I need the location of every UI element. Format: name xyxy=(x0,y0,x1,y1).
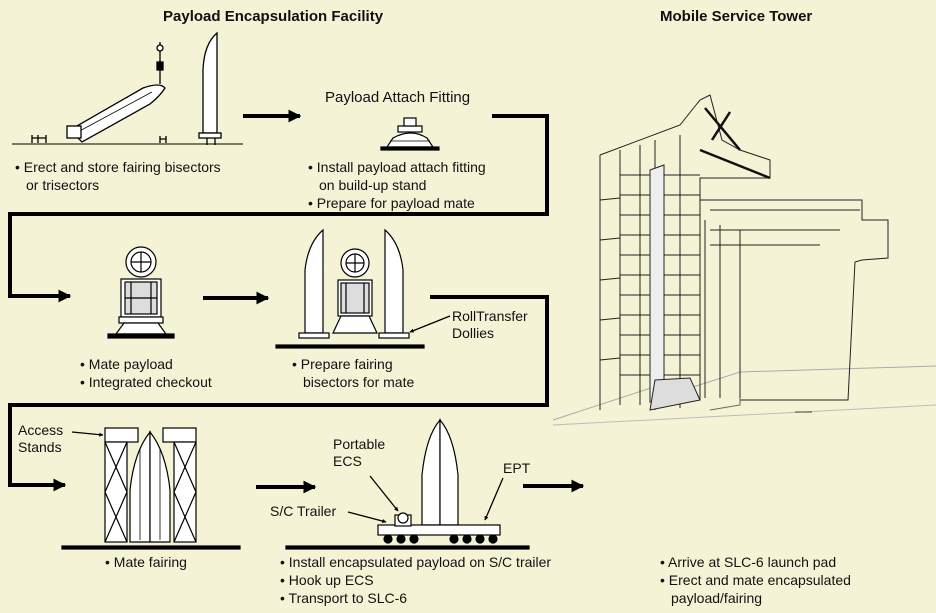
roll-transfer-line-1: RollTransfer xyxy=(452,308,528,324)
trailer-drawing xyxy=(285,418,530,550)
step-erect-line-2: or trisectors xyxy=(26,177,100,193)
roll-transfer-line-2: Dollies xyxy=(452,325,495,341)
step-install-fitting: • Install payload attach fitting on buil… xyxy=(308,158,486,212)
step-install-line-3: • Prepare for payload mate xyxy=(308,195,475,211)
step-install-on-trailer: • Install encapsulated payload on S/C tr… xyxy=(280,553,551,607)
payload-on-stand-drawing xyxy=(107,246,175,339)
step-trailer-line-1: • Install encapsulated payload on S/C tr… xyxy=(280,554,552,570)
step-erect-fairing: • Erect and store fairing bisectors or t… xyxy=(15,158,221,194)
fairing-and-payload-drawing xyxy=(275,228,451,349)
access-stands-label: Access Stands xyxy=(18,422,63,456)
portable-ecs-line-1: Portable xyxy=(333,436,386,452)
step-mate-payload-line-2: • Integrated checkout xyxy=(80,374,212,390)
access-stands-line-2: Stands xyxy=(18,439,62,455)
step-mate-payload-line-1: • Mate payload xyxy=(80,356,173,372)
sc-trailer-label: S/C Trailer xyxy=(270,503,337,519)
step-trailer-line-3: • Transport to SLC-6 xyxy=(280,590,408,606)
step-prepare-line-2: bisectors for mate xyxy=(303,374,415,390)
step-arrive-line-1: • Arrive at SLC-6 launch pad xyxy=(660,554,837,570)
mobile-service-tower-drawing xyxy=(552,94,936,426)
step-arrive-line-3: payload/fairing xyxy=(671,590,763,606)
payload-attach-fitting-drawing xyxy=(380,117,440,151)
step-arrive-line-2: • Erect and mate encapsulated xyxy=(660,572,851,588)
fairing-bisectors-drawing xyxy=(12,31,243,145)
step-mate-payload: • Mate payload • Integrated checkout xyxy=(80,355,212,391)
roll-transfer-dollies-label: RollTransfer Dollies xyxy=(452,308,528,342)
step-arrive-launch-pad: • Arrive at SLC-6 launch pad • Erect and… xyxy=(660,553,851,607)
step-mate-fairing: • Mate fairing xyxy=(105,553,187,571)
step-install-line-1: • Install payload attach fitting xyxy=(308,159,486,175)
payload-attach-fitting-label: Payload Attach Fitting xyxy=(325,89,471,106)
access-stands-drawing xyxy=(61,427,241,550)
step-erect-line-1: • Erect and store fairing bisectors xyxy=(15,159,221,175)
access-stands-line-1: Access xyxy=(18,422,64,438)
step-install-line-2: on build-up stand xyxy=(319,177,427,193)
facility-heading: Payload Encapsulation Facility xyxy=(163,8,384,25)
portable-ecs-line-2: ECS xyxy=(333,453,362,469)
step-mate-fairing-line-1: • Mate fairing xyxy=(105,554,187,570)
step-trailer-line-2: • Hook up ECS xyxy=(280,572,374,588)
step-prepare-line-1: • Prepare fairing xyxy=(292,356,393,372)
step-prepare-fairing: • Prepare fairing bisectors for mate xyxy=(292,355,414,391)
portable-ecs-label: Portable ECS xyxy=(333,436,385,470)
flow-lines xyxy=(8,109,585,494)
connector-row2-row3 xyxy=(8,295,549,492)
ept-label: EPT xyxy=(503,460,531,476)
connector-row1-row2 xyxy=(8,114,549,303)
tower-heading: Mobile Service Tower xyxy=(660,8,813,25)
